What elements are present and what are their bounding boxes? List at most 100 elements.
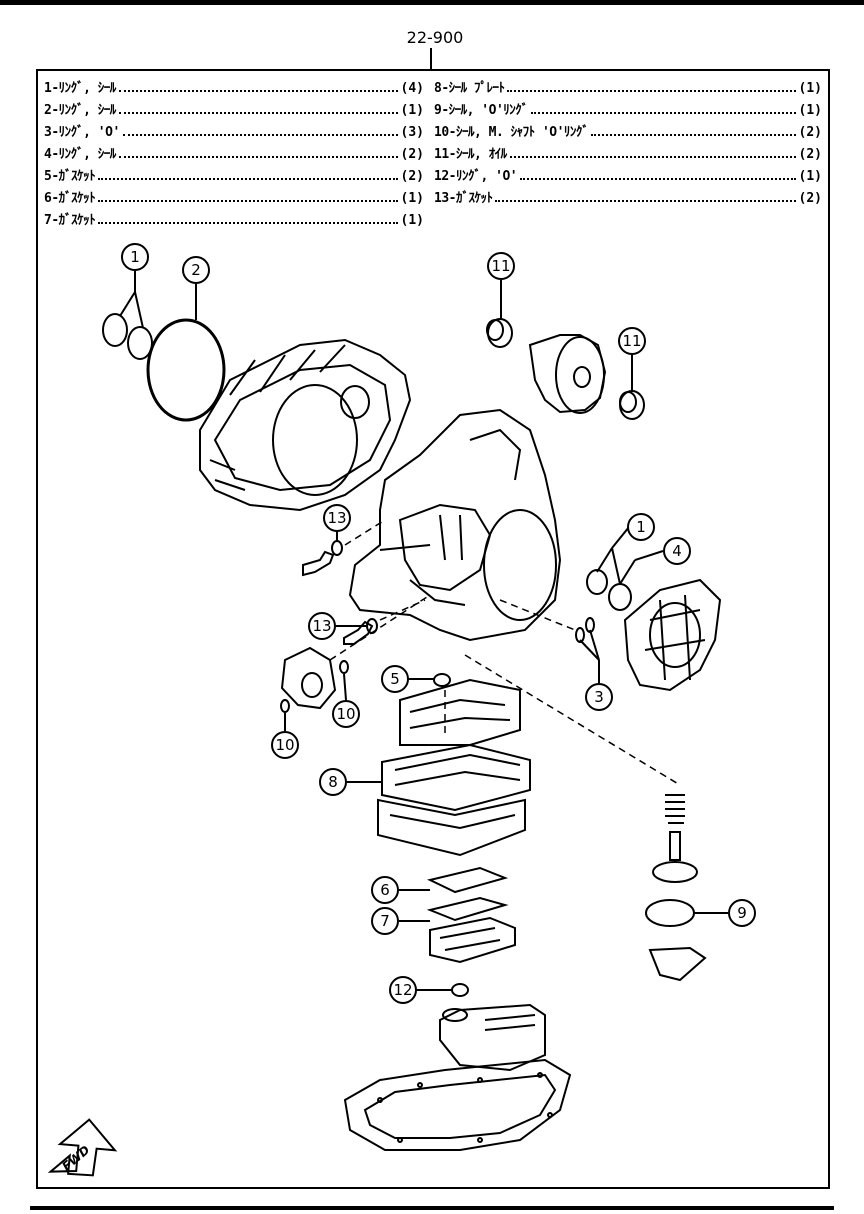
callout-12: 12 <box>389 976 417 1004</box>
seal-ring-4 <box>608 583 632 611</box>
callout-circle <box>663 537 691 565</box>
legend-item: 5-ｶﾞｽｹｯﾄ (2) <box>44 166 424 188</box>
bottom-rule <box>30 1206 834 1210</box>
callout-circle <box>585 683 613 711</box>
piston-rod <box>669 831 681 861</box>
leader-dots <box>118 147 398 158</box>
oil-seal-11b <box>619 390 645 420</box>
callout-circle <box>271 731 299 759</box>
callout-circle <box>389 976 417 1004</box>
callout-number: 10 <box>275 736 294 754</box>
o-ring-12 <box>451 983 469 997</box>
callout-circle <box>121 243 149 271</box>
callout-number: 2 <box>191 261 201 279</box>
oil-pan <box>343 1058 572 1151</box>
legend-item-name: 9-ｼｰﾙ, 'O'ﾘﾝｸﾞ <box>434 103 528 118</box>
legend-item-name: 12-ﾘﾝｸﾞ, 'O' <box>434 169 518 184</box>
legend-item-name: 13-ｶﾞｽｹｯﾄ <box>434 191 493 206</box>
callouts: 1 2 11 11 13 1 4 13 3 5 10 10 8 6 7 9 12 <box>121 243 756 1004</box>
legend-item: 11-ｼｰﾙ, ｵｲﾙ(2) <box>434 144 822 166</box>
leader-dots <box>530 103 796 114</box>
oil-pump <box>528 334 607 414</box>
legend-item: 1-ﾘﾝｸﾞ, ｼｰﾙ(4) <box>44 78 424 100</box>
callout-number: 13 <box>312 617 331 635</box>
spring <box>665 794 685 824</box>
legend-item-qty: (1) <box>400 103 424 118</box>
legend-left: 1-ﾘﾝｸﾞ, ｼｰﾙ(4) 2-ﾘﾝｸﾞ, ｼｰﾙ (1) 3-ﾘﾝｸﾞ, 'O' (… <box>44 78 424 232</box>
oil-filter <box>439 1003 546 1072</box>
legend-item-name: 11-ｼｰﾙ, ｵｲﾙ <box>434 147 507 162</box>
o-ring-9 <box>645 899 695 927</box>
legend-item-name: 3-ﾘﾝｸﾞ, 'O' <box>44 125 120 140</box>
legend-item: 13-ｶﾞｽｹｯﾄ (2) <box>434 188 822 210</box>
leader-dots <box>118 103 398 114</box>
gasket-5 <box>433 673 451 687</box>
callout-circle <box>371 907 399 935</box>
o-ring-3b <box>585 617 595 633</box>
callout-circle <box>728 899 756 927</box>
cover-plate <box>648 946 707 982</box>
legend-item-name: 1-ﾘﾝｸﾞ, ｼｰﾙ <box>44 81 116 96</box>
callout-number: 5 <box>390 670 400 688</box>
o-ring-10b <box>339 660 349 674</box>
callout-number: 11 <box>491 257 510 275</box>
legend-item-qty: (1) <box>798 103 822 118</box>
diagram-frame <box>36 69 830 1189</box>
callout-circle <box>308 612 336 640</box>
valve-body-lower <box>377 798 526 857</box>
leader-dots <box>495 191 796 202</box>
callout-circle <box>627 513 655 541</box>
callout-5: 5 <box>381 665 409 693</box>
fwd-arrow-icon: FWD <box>47 1118 118 1177</box>
legend-item-name: 4-ﾘﾝｸﾞ, ｼｰﾙ <box>44 147 116 162</box>
seal-ring-1b <box>127 326 153 360</box>
leader-dots <box>509 147 796 158</box>
legend-item-name: 5-ｶﾞｽｹｯﾄ <box>44 169 96 184</box>
callout-number: 8 <box>328 773 338 791</box>
converter-housing <box>199 338 412 512</box>
callout-8: 8 <box>319 768 347 796</box>
legend-item: 6-ｶﾞｽｹｯﾄ(1) <box>44 188 424 210</box>
o-ring-10a <box>280 699 290 713</box>
leader-dots <box>118 81 398 92</box>
leader-dots <box>507 81 796 92</box>
callout-circle <box>323 504 351 532</box>
legend-item-qty: (2) <box>798 191 822 206</box>
piston <box>652 861 698 883</box>
shift-body <box>280 646 337 710</box>
leader-dots <box>591 125 796 136</box>
callout-10a: 10 <box>332 700 360 728</box>
callout-number: 13 <box>327 509 346 527</box>
callout-number: 7 <box>380 912 390 930</box>
seal-ring-1c <box>586 569 608 595</box>
legend-item-name: 2-ﾘﾝｸﾞ, ｼｰﾙ <box>44 103 116 118</box>
legend-item-qty: (1) <box>798 81 822 96</box>
fitting-13a <box>302 550 335 577</box>
leader-dots <box>520 169 796 180</box>
callout-circle <box>182 256 210 284</box>
top-rule <box>0 0 864 5</box>
legend-item: 10-ｼｰﾙ, M. ｼｬﾌﾄ 'O'ﾘﾝｸﾞ(2) <box>434 122 822 144</box>
valve-body-upper <box>399 678 521 746</box>
transaxle-case <box>348 408 562 642</box>
legend-item-qty: (3) <box>400 125 424 140</box>
legend-item-qty: (2) <box>400 169 424 184</box>
callout-number: 9 <box>737 904 747 922</box>
callout-13a: 13 <box>323 504 351 532</box>
leader-dots <box>98 169 398 180</box>
callout-circle <box>332 700 360 728</box>
legend-item-name: 6-ｶﾞｽｹｯﾄ <box>44 191 96 206</box>
callout-3: 3 <box>585 683 613 711</box>
callout-number: 10 <box>336 705 355 723</box>
callout-number: 12 <box>393 981 412 999</box>
callout-number: 1 <box>130 248 140 266</box>
gasket-6 <box>427 866 509 894</box>
legend-item: 8-ｼｰﾙ ﾌﾟﾚｰﾄ(1) <box>434 78 822 100</box>
seal-ring-1a <box>102 313 128 347</box>
callout-7: 7 <box>371 907 399 935</box>
callout-circle <box>487 252 515 280</box>
legend-item-name: 10-ｼｰﾙ, M. ｼｬﾌﾄ 'O'ﾘﾝｸﾞ <box>434 125 589 140</box>
callout-number: 6 <box>380 881 390 899</box>
side-cover <box>623 578 722 692</box>
leader-dots <box>98 191 398 202</box>
